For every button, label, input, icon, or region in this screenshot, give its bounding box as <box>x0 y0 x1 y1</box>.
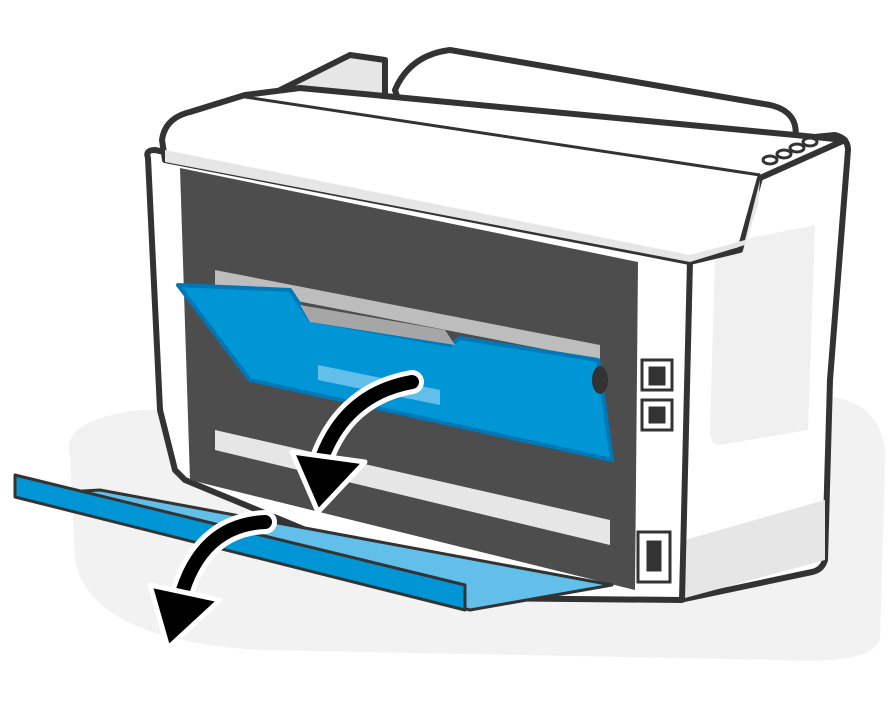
control-buttons <box>761 136 819 166</box>
top-cover <box>159 85 848 265</box>
side-bottom-shade <box>685 500 825 598</box>
ports <box>636 358 674 584</box>
inner-door-gray-part <box>300 305 455 345</box>
arrow-down-curved-icon <box>147 510 277 651</box>
rear-door-edge <box>13 473 467 612</box>
cover-seam <box>244 95 761 177</box>
side-panel-shade <box>710 225 815 445</box>
gray-roller-area <box>215 270 600 360</box>
door-hinge <box>592 366 608 394</box>
arrow-down-curved-icon <box>289 370 424 515</box>
